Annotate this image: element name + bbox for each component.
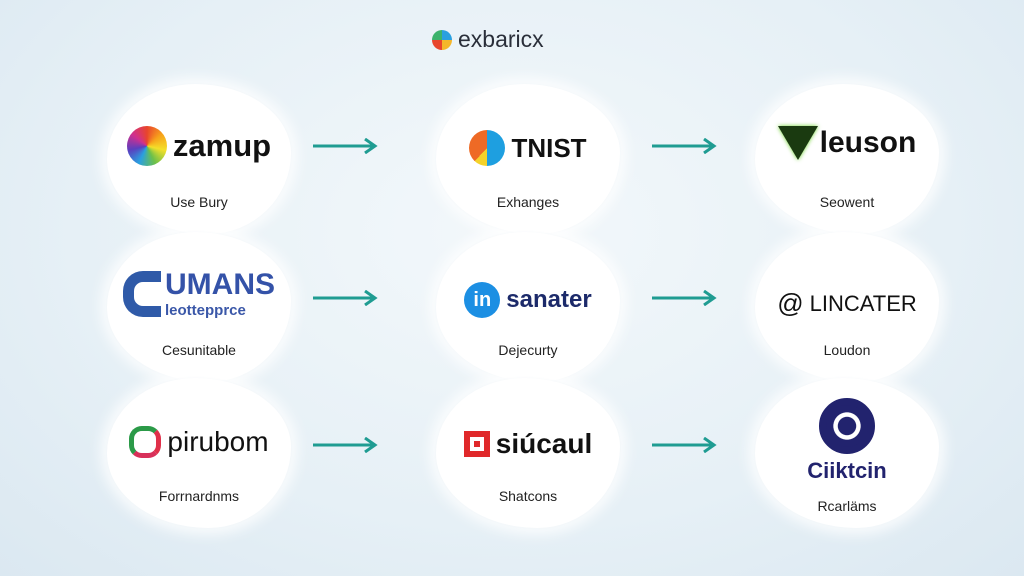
card-caption: Cesunitable [162,342,236,358]
logo-card-leuson: leuson Seowent [755,84,939,234]
logo-text: pirubom [167,426,269,457]
arrow-right-icon [313,437,378,453]
card-caption: Exhanges [496,194,560,210]
arrow-right-icon [313,138,378,154]
arrow-right-icon [313,290,378,306]
card-caption: Shatcons [498,488,558,504]
in-badge-icon: in [464,282,501,318]
logo-card-zamup: zamup Use Bury [107,84,291,234]
octagon-emblem-icon [819,398,875,454]
at-bee-icon: @ [777,288,804,318]
flower-icon [126,126,167,166]
logo-card-pirubom: pirubom Forrnardnms [107,378,291,528]
card-caption: Dejecurty [498,342,558,358]
logo-text: Ciiktcin [807,458,887,483]
arrow-right-icon [652,138,717,154]
logo-card-siucaul: siúcaul Shatcons [436,378,620,528]
logo-text: siúcaul [495,428,593,459]
logo-card-lincater: @LINCATER Loudon [755,232,939,382]
pie-icon [469,130,506,166]
card-caption: Forrnardnms [158,488,240,504]
card-caption: Rcarläms [817,498,877,514]
logo-subtext: leottepprce [165,302,246,319]
logo-text: UMANS [165,268,275,301]
triangle-icon [777,126,818,160]
logo-text: leuson [819,126,917,159]
chat-box-icon [463,431,490,457]
logo-text: sanater [506,286,592,313]
card-caption: Loudon [823,342,871,358]
logo-text: LINCATER [809,290,917,316]
card-caption: Use Bury [170,194,228,210]
brand-logo-icon [432,29,452,50]
arrow-right-icon [652,437,717,453]
card-caption: Seowent [819,194,875,210]
arrow-right-icon [652,290,717,306]
logo-card-ciiktcin: Ciiktcin Rcarläms [755,378,939,528]
logo-text: TNIST [511,132,587,163]
brand-header: exbaricx [432,26,544,53]
brand-name: exbaricx [458,26,544,52]
logo-card-tnist: TNIST Exhanges [436,84,620,234]
g-shape-icon [123,270,161,317]
logo-text: zamup [172,128,272,163]
knot-icon [129,426,162,458]
